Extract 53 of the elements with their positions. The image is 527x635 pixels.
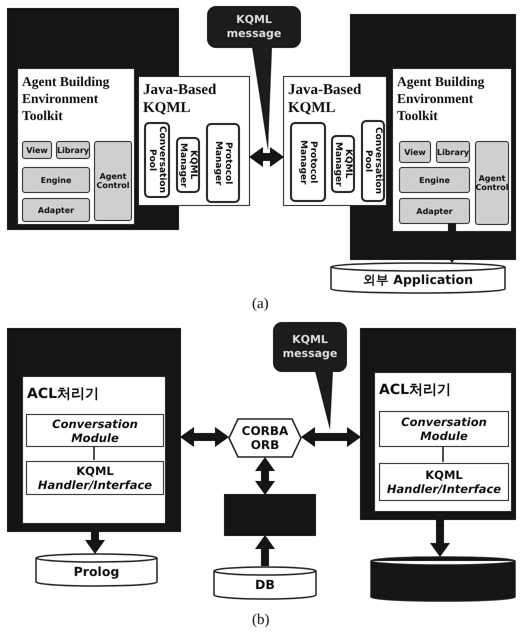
panel-heading: Agent Building Environment Toolkit xyxy=(22,73,110,124)
outer-frame xyxy=(360,328,516,520)
module-box: Library xyxy=(56,141,90,159)
panel-heading: ACL처리기 xyxy=(27,385,100,403)
module-box: KQML Handler/Interface xyxy=(379,463,509,501)
database-cylinder xyxy=(370,556,516,602)
module-box: KQML Manager xyxy=(176,137,200,193)
module-box: Conversation Module xyxy=(379,411,509,447)
module-box: Engine xyxy=(22,167,90,193)
solid-block xyxy=(224,494,316,536)
processor-panel xyxy=(22,376,166,524)
hexagon-box: CORBA ORB xyxy=(228,418,302,458)
arrow xyxy=(249,147,284,167)
module-box: Conversation Pool xyxy=(361,120,385,202)
toolkit-panel xyxy=(392,68,512,232)
leader-line xyxy=(315,371,333,430)
module-box: Agent Control xyxy=(94,141,132,221)
panel-heading: Java-Based KQML xyxy=(143,81,218,117)
outer-frame xyxy=(7,328,181,532)
module-box: Library xyxy=(436,141,470,163)
database-cylinder: Prolog xyxy=(35,553,158,587)
arrow xyxy=(430,520,450,557)
processor-panel xyxy=(374,372,512,512)
module-box: View xyxy=(399,141,431,163)
panel-heading: Java-Based KQML xyxy=(288,81,362,117)
arrow xyxy=(255,457,275,495)
module-box: Agent Control xyxy=(475,141,509,225)
module-box: Protocol Manager xyxy=(206,123,240,203)
module-box: Engine xyxy=(399,167,470,193)
database-cylinder: DB xyxy=(213,566,317,600)
speech-bubble: KQML message xyxy=(273,322,347,372)
panel-heading: Agent Building Environment Toolkit xyxy=(397,73,486,124)
module-box: Adapter xyxy=(22,198,90,222)
module-box: Protocol Manager xyxy=(290,122,326,202)
module-box: Adapter xyxy=(399,198,470,224)
connector-line xyxy=(93,446,95,460)
connector-line xyxy=(442,446,444,462)
subfigure-label: (b) xyxy=(252,612,270,629)
speech-bubble: KQML message xyxy=(207,6,301,48)
toolkit-panel xyxy=(17,68,135,225)
module-box: Conversation Pool xyxy=(144,122,170,198)
leader-line xyxy=(252,47,272,151)
arrow xyxy=(301,427,361,447)
arrow xyxy=(255,535,275,566)
arrow xyxy=(180,427,229,447)
module-box: Conversation Module xyxy=(26,414,164,447)
module-box: View xyxy=(22,141,52,159)
module-box: KQML Handler/Interface xyxy=(26,461,164,495)
panel-heading: ACL처리기 xyxy=(379,381,452,399)
database-cylinder: 외부 Application xyxy=(330,262,506,294)
subfigure-label: (a) xyxy=(252,296,269,313)
module-box: KQML Manager xyxy=(331,135,355,193)
arrow xyxy=(85,532,105,554)
